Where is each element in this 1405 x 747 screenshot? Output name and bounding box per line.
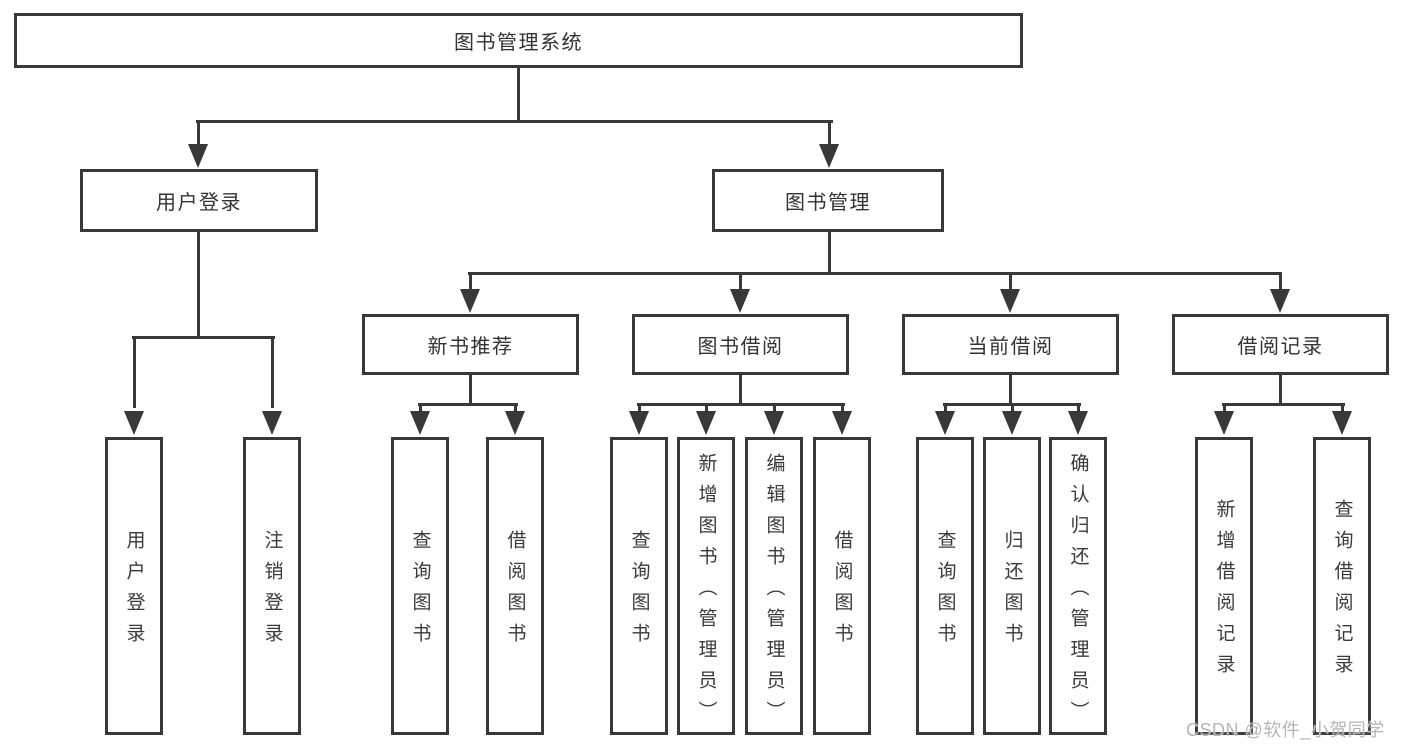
- leaf-query-books-current: 查询图书: [916, 437, 974, 735]
- arrow-down-icon: [1270, 289, 1290, 313]
- node-new-book-recommendation: 新书推荐: [362, 314, 579, 375]
- node-borrowing-records: 借阅记录: [1172, 314, 1389, 375]
- node-new-book-recommendation-label: 新书推荐: [427, 336, 514, 358]
- leaf-query-books-borrowing: 查询图书: [610, 437, 668, 735]
- leaf-confirm-return-admin: 确认归还（管理员）: [1049, 437, 1107, 735]
- node-book-management: 图书管理: [712, 169, 944, 232]
- arrow-down-icon: [1068, 411, 1088, 435]
- connector-line: [1279, 375, 1282, 405]
- connector-line: [133, 336, 136, 408]
- node-book-management-label: 图书管理: [785, 192, 871, 214]
- connector-line: [1222, 403, 1345, 406]
- leaf-borrow-books-borrowing: 借阅图书: [813, 437, 871, 735]
- leaf-edit-book-admin: 编辑图书（管理员）: [745, 437, 803, 735]
- connector-line: [944, 403, 947, 415]
- leaf-borrow-books-borrowing-label: 借阅图书: [831, 530, 853, 654]
- arrow-down-icon: [505, 411, 525, 435]
- connector-line: [197, 120, 200, 152]
- connector-line: [419, 403, 422, 415]
- leaf-borrow-books-recommend: 借阅图书: [486, 437, 544, 735]
- leaf-logout-label: 注销登录: [261, 530, 283, 654]
- connector-line: [638, 403, 641, 415]
- leaf-return-book-label: 归还图书: [1001, 530, 1023, 654]
- connector-line: [418, 403, 518, 406]
- arrow-down-icon: [764, 411, 784, 435]
- arrow-down-icon: [410, 411, 430, 435]
- leaf-query-books-current-label: 查询图书: [934, 530, 956, 654]
- arrow-down-icon: [1002, 411, 1022, 435]
- connector-line: [705, 403, 708, 415]
- leaf-query-books-recommend-label: 查询图书: [409, 530, 431, 654]
- arrow-down-icon: [696, 411, 716, 435]
- leaf-borrow-books-recommend-label: 借阅图书: [504, 530, 526, 654]
- arrow-down-icon: [629, 411, 649, 435]
- connector-line: [514, 403, 517, 415]
- leaf-confirm-return-admin-label: 确认归还（管理员）: [1067, 452, 1089, 732]
- connector-line: [469, 272, 472, 292]
- leaf-edit-book-admin-label: 编辑图书（管理员）: [763, 452, 785, 732]
- connector-line: [1223, 403, 1226, 415]
- leaf-query-borrow-record: 查询借阅记录: [1313, 437, 1371, 735]
- leaf-add-borrow-record-label: 新增借阅记录: [1213, 499, 1235, 685]
- node-current-borrowing: 当前借阅: [902, 314, 1119, 375]
- leaf-logout: 注销登录: [243, 437, 301, 735]
- node-book-borrowing: 图书借阅: [632, 314, 849, 375]
- connector-line: [828, 231, 831, 274]
- connector-line: [773, 403, 776, 415]
- arrow-down-icon: [730, 289, 750, 313]
- connector-line: [1009, 375, 1012, 405]
- connector-line: [1009, 272, 1012, 292]
- node-borrowing-records-label: 借阅记录: [1237, 336, 1324, 358]
- arrow-down-icon: [188, 144, 208, 168]
- leaf-return-book: 归还图书: [983, 437, 1041, 735]
- leaf-add-book-admin-label: 新增图书（管理员）: [695, 452, 717, 732]
- connector-line: [1279, 272, 1282, 292]
- leaf-add-book-admin: 新增图书（管理员）: [677, 437, 735, 735]
- leaf-user-login: 用户登录: [105, 437, 163, 735]
- connector-line: [828, 120, 831, 152]
- connector-line: [132, 336, 275, 339]
- node-library-system: 图书管理系统: [14, 13, 1023, 68]
- connector-line: [637, 403, 845, 406]
- connector-line: [196, 120, 833, 123]
- connector-line: [1011, 403, 1014, 415]
- leaf-query-borrow-record-label: 查询借阅记录: [1331, 499, 1353, 685]
- connector-line: [197, 231, 200, 338]
- connector-line: [1341, 403, 1344, 415]
- arrow-down-icon: [935, 411, 955, 435]
- connector-line: [739, 375, 742, 405]
- arrow-down-icon: [819, 144, 839, 168]
- node-user-login: 用户登录: [80, 169, 318, 232]
- arrow-down-icon: [1000, 289, 1020, 313]
- leaf-add-borrow-record: 新增借阅记录: [1195, 437, 1253, 735]
- csdn-watermark: CSDN @软件_小贺同学: [1186, 720, 1385, 740]
- arrow-down-icon: [262, 411, 282, 435]
- node-user-login-label: 用户登录: [156, 192, 242, 214]
- connector-line: [469, 375, 472, 405]
- leaf-query-books-borrowing-label: 查询图书: [628, 530, 650, 654]
- arrow-down-icon: [124, 411, 144, 435]
- arrow-down-icon: [1214, 411, 1234, 435]
- connector-line: [1077, 403, 1080, 415]
- connector-line: [468, 272, 1282, 275]
- node-book-borrowing-label: 图书借阅: [697, 336, 784, 358]
- arrow-down-icon: [1332, 411, 1352, 435]
- connector-line: [739, 272, 742, 292]
- arrow-down-icon: [832, 411, 852, 435]
- connector-line: [271, 336, 274, 408]
- leaf-user-login-label: 用户登录: [123, 530, 145, 654]
- node-current-borrowing-label: 当前借阅: [967, 336, 1054, 358]
- leaf-query-books-recommend: 查询图书: [391, 437, 449, 735]
- node-library-system-label: 图书管理系统: [454, 32, 583, 54]
- connector-line: [841, 403, 844, 415]
- connector-line: [517, 66, 520, 122]
- arrow-down-icon: [460, 289, 480, 313]
